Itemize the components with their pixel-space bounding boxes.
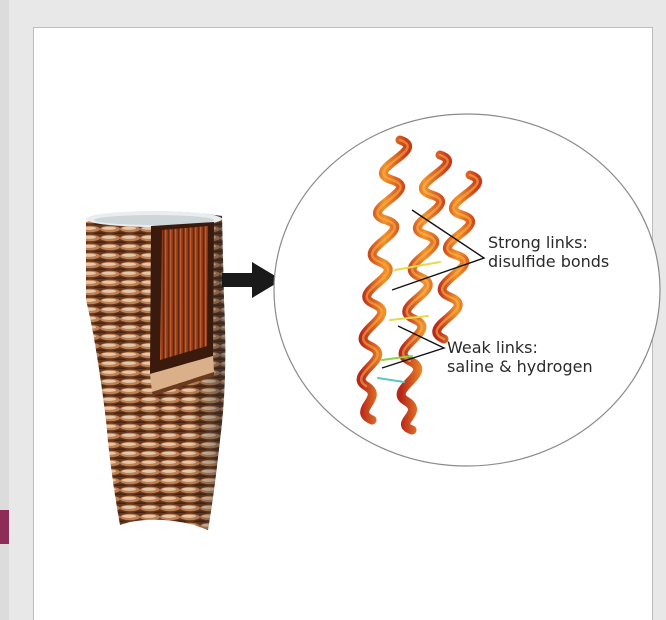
strong-links-title: Strong links:	[488, 233, 588, 252]
magnification-circle	[274, 114, 660, 466]
hair-cutaway	[150, 222, 214, 396]
zoom-arrow	[222, 262, 282, 298]
strong-links-subtitle: disulfide bonds	[488, 252, 609, 271]
weak-links-subtitle: saline & hydrogen	[447, 357, 593, 376]
weak-links-title: Weak links:	[447, 338, 538, 357]
